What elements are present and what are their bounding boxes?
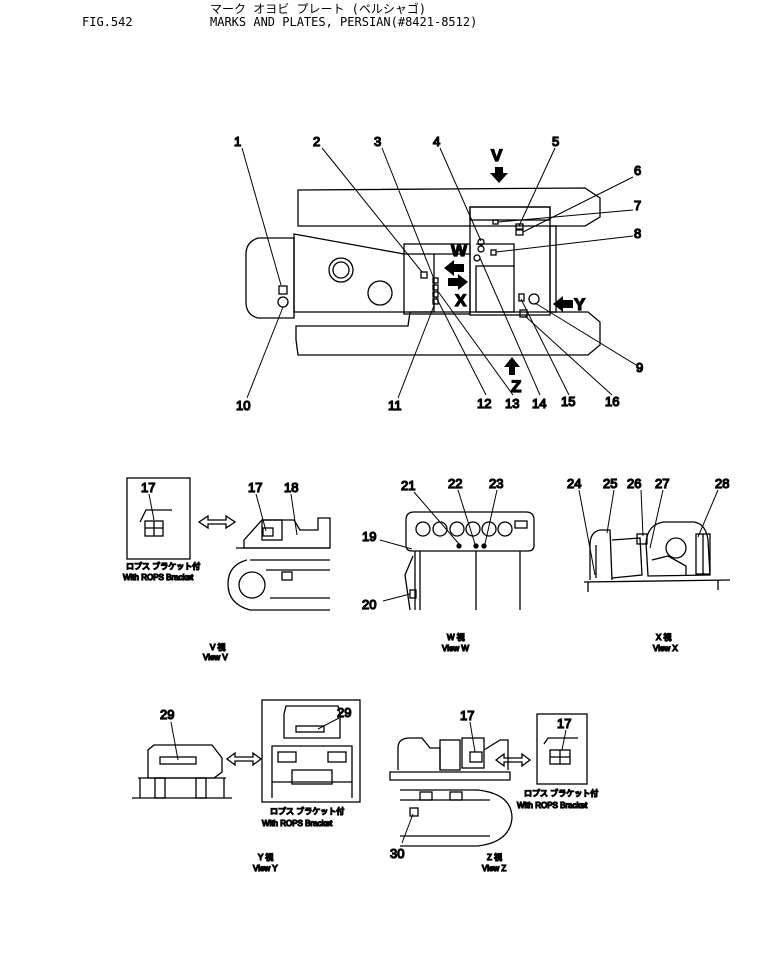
callout-21: 21 — [401, 478, 415, 493]
view-z-caption: View Z — [482, 864, 506, 873]
callout-19: 19 — [362, 529, 376, 544]
callout-9: 9 — [636, 360, 643, 375]
callout-20: 20 — [362, 597, 376, 612]
view-y-rops-machine — [261, 699, 361, 803]
view-v-leaders — [148, 493, 298, 536]
callout-15: 15 — [561, 394, 575, 409]
callout-17: 17 — [141, 480, 155, 495]
callout-10: 10 — [236, 398, 250, 413]
rops-caption-z: With ROPS Bracket — [517, 801, 588, 810]
view-w-caption: View W — [442, 644, 469, 653]
japanese-title: マーク オヨビ プレート (ペルシャゴ) — [210, 2, 427, 16]
callout-26: 26 — [627, 476, 641, 491]
view-z-caption-jp: Z 視 — [487, 853, 502, 862]
top-view-machine — [245, 187, 601, 356]
view-y-link-arrow — [225, 751, 263, 767]
callout-25: 25 — [603, 476, 617, 491]
view-z-link-arrow — [494, 752, 532, 768]
view-letter-x: X — [455, 291, 467, 310]
callout-28: 28 — [715, 476, 729, 491]
callout-17-z-rops: 17 — [557, 716, 571, 731]
view-y-machine — [132, 744, 232, 799]
rops-caption-jp-z: ロプス ブラケット付 — [524, 788, 598, 798]
callout-22: 22 — [448, 476, 462, 491]
figure-title: MARKS AND PLATES, PERSIAN(#8421-8512) — [210, 15, 478, 29]
view-v-machine — [126, 477, 331, 611]
callout-29-rops: 29 — [337, 705, 351, 720]
rops-caption-y: With ROPS Bracket — [262, 819, 333, 828]
view-z-leaders — [401, 721, 476, 844]
view-y-rops-leader — [317, 717, 340, 730]
callout-27: 27 — [655, 476, 669, 491]
view-w-leaders — [379, 489, 498, 602]
callout-5: 5 — [552, 134, 559, 149]
callout-1: 1 — [234, 134, 241, 149]
callout-17-v: 17 — [248, 480, 262, 495]
callout-3: 3 — [374, 134, 381, 149]
callout-13: 13 — [505, 396, 519, 411]
view-letter-v: V — [491, 146, 503, 165]
view-x-caption: View X — [653, 644, 678, 653]
callout-23: 23 — [489, 476, 503, 491]
callout-2: 2 — [313, 134, 320, 149]
callout-29: 29 — [160, 707, 174, 722]
view-y-leaders — [170, 721, 179, 761]
callout-24: 24 — [567, 476, 581, 491]
callout-18: 18 — [284, 480, 298, 495]
view-v-caption: View V — [203, 653, 228, 662]
view-letter-z: Z — [511, 377, 521, 396]
callout-4: 4 — [433, 134, 440, 149]
callout-7: 7 — [634, 198, 641, 213]
view-z-rops-leader — [561, 729, 567, 751]
callout-30: 30 — [390, 846, 404, 861]
view-z-machine — [389, 737, 513, 847]
figure-number: FIG.542 — [82, 15, 133, 29]
callout-11: 11 — [388, 398, 402, 413]
view-arrows — [444, 167, 573, 375]
view-v-caption-jp: V 視 — [210, 643, 226, 652]
top-view-leaders — [241, 147, 637, 399]
view-letter-y: Y — [574, 295, 586, 314]
callout-17-z: 17 — [460, 708, 474, 723]
view-letter-w: W — [451, 241, 468, 260]
callout-16: 16 — [605, 394, 619, 409]
view-x-caption-jp: X 視 — [656, 633, 672, 642]
view-z-rops-box — [536, 713, 588, 785]
callout-6: 6 — [634, 163, 641, 178]
rops-caption-jp-v: ロプス ブラケット付 — [126, 561, 200, 571]
rops-caption-v: With ROPS Bracket — [123, 573, 194, 582]
view-y-caption: View Y — [253, 864, 278, 873]
view-x-machine — [583, 521, 731, 592]
callout-14: 14 — [532, 396, 546, 411]
callout-12: 12 — [477, 396, 491, 411]
callout-8: 8 — [634, 226, 641, 241]
view-y-caption-jp: Y 視 — [258, 853, 273, 862]
view-w-caption-jp: W 視 — [447, 633, 465, 642]
view-x-leaders — [578, 489, 719, 576]
rops-caption-jp-y: ロプス ブラケット付 — [270, 806, 344, 816]
